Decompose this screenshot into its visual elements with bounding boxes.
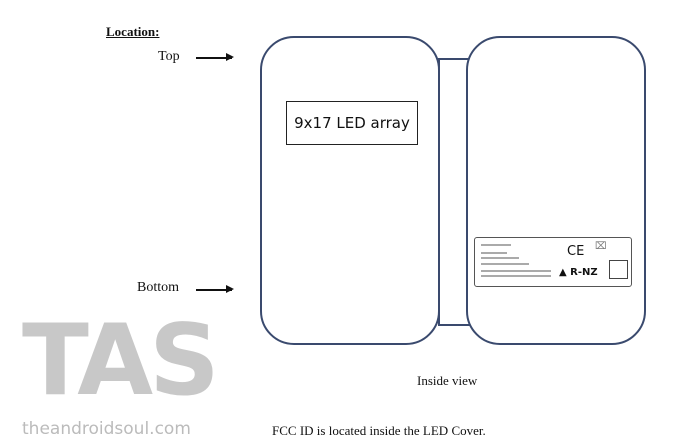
top-arrow: [196, 54, 234, 60]
label-text-line: [481, 275, 551, 277]
bottom-label: Bottom: [137, 280, 180, 295]
label-text-line: [481, 257, 519, 259]
right-panel: [466, 36, 646, 345]
bottom-arrow: [196, 286, 234, 292]
fcc-label: CE ⌧ ▲ R-NZ: [474, 237, 632, 287]
label-square: [609, 260, 628, 279]
rcm-mark: ▲ R-NZ: [559, 267, 598, 278]
watermark-logo: TAS: [22, 304, 220, 418]
footer-note: FCC ID is located inside the LED Cover.: [272, 423, 486, 438]
watermark-site: theandroidsoul.com: [22, 419, 191, 439]
label-text-line: [481, 270, 551, 272]
rnz-text: R-NZ: [570, 267, 598, 278]
label-text-line: [481, 244, 511, 246]
led-array-box: 9x17 LED array: [286, 101, 418, 145]
left-panel: [260, 36, 440, 345]
ce-mark: CE: [567, 244, 585, 259]
location-heading: Location:: [106, 24, 160, 39]
weee-bin-icon: ⌧: [595, 241, 607, 252]
inside-view-caption: Inside view: [417, 373, 478, 388]
label-text-line: [481, 252, 507, 254]
top-label: Top: [158, 49, 180, 64]
label-text-line: [481, 263, 529, 265]
